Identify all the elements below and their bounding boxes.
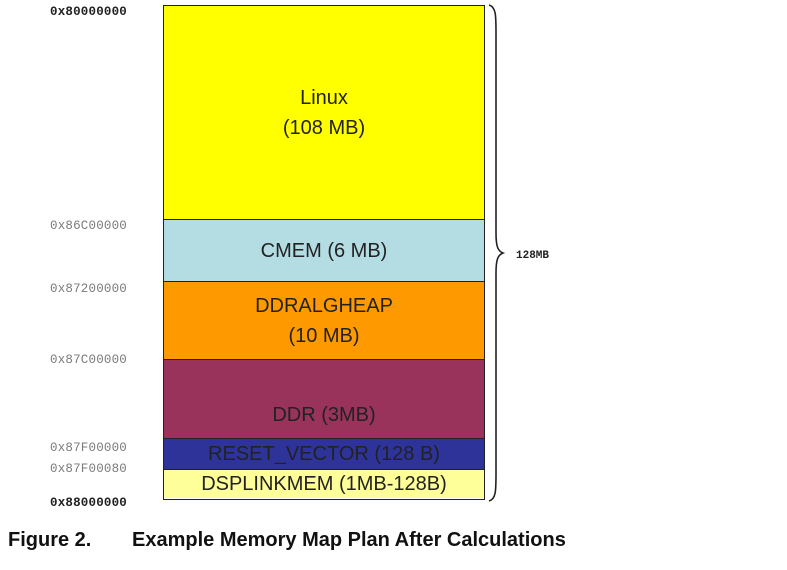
memory-map: Linux (108 MB) CMEM (6 MB) DDRALGHEAP (1… xyxy=(163,5,485,500)
region-ddr-label: DDR (3MB) xyxy=(272,404,376,426)
region-linux: Linux (108 MB) xyxy=(164,6,484,219)
region-ddralgheap: DDRALGHEAP (10 MB) xyxy=(164,281,484,359)
region-linux-name: Linux xyxy=(300,86,348,109)
region-reset-vector-label: RESET_VECTOR (128 B) xyxy=(208,443,440,465)
region-ddr: DDR (3MB) xyxy=(164,359,484,438)
address-label-0x87200000: 0x87200000 xyxy=(50,282,128,296)
right-brace-icon xyxy=(488,4,506,502)
total-size-label: 128MB xyxy=(516,250,550,262)
region-dsplinkmem-label: DSPLINKMEM (1MB-128B) xyxy=(201,473,447,495)
address-label-0x86c00000: 0x86C00000 xyxy=(50,219,128,233)
region-dsplinkmem: DSPLINKMEM (1MB-128B) xyxy=(164,469,484,498)
figure-caption: Figure 2. Example Memory Map Plan After C… xyxy=(8,529,566,552)
region-linux-size: (108 MB) xyxy=(282,116,366,139)
address-label-0x88000000: 0x88000000 xyxy=(50,496,128,510)
address-label-0x87c00000: 0x87C00000 xyxy=(50,353,128,367)
address-label-0x87f00000: 0x87F00000 xyxy=(50,441,128,455)
region-cmem: CMEM (6 MB) xyxy=(164,219,484,281)
region-cmem-label: CMEM (6 MB) xyxy=(260,239,388,262)
figure-title: Example Memory Map Plan After Calculatio… xyxy=(132,529,566,551)
region-ddralgheap-name: DDRALGHEAP xyxy=(255,294,393,317)
region-ddralgheap-size: (10 MB) xyxy=(288,324,360,347)
region-reset-vector: RESET_VECTOR (128 B) xyxy=(164,438,484,469)
address-label-0x87f00080: 0x87F00080 xyxy=(50,462,128,476)
figure-number: Figure 2. xyxy=(8,529,92,551)
address-label-0x80000000: 0x80000000 xyxy=(50,5,128,19)
